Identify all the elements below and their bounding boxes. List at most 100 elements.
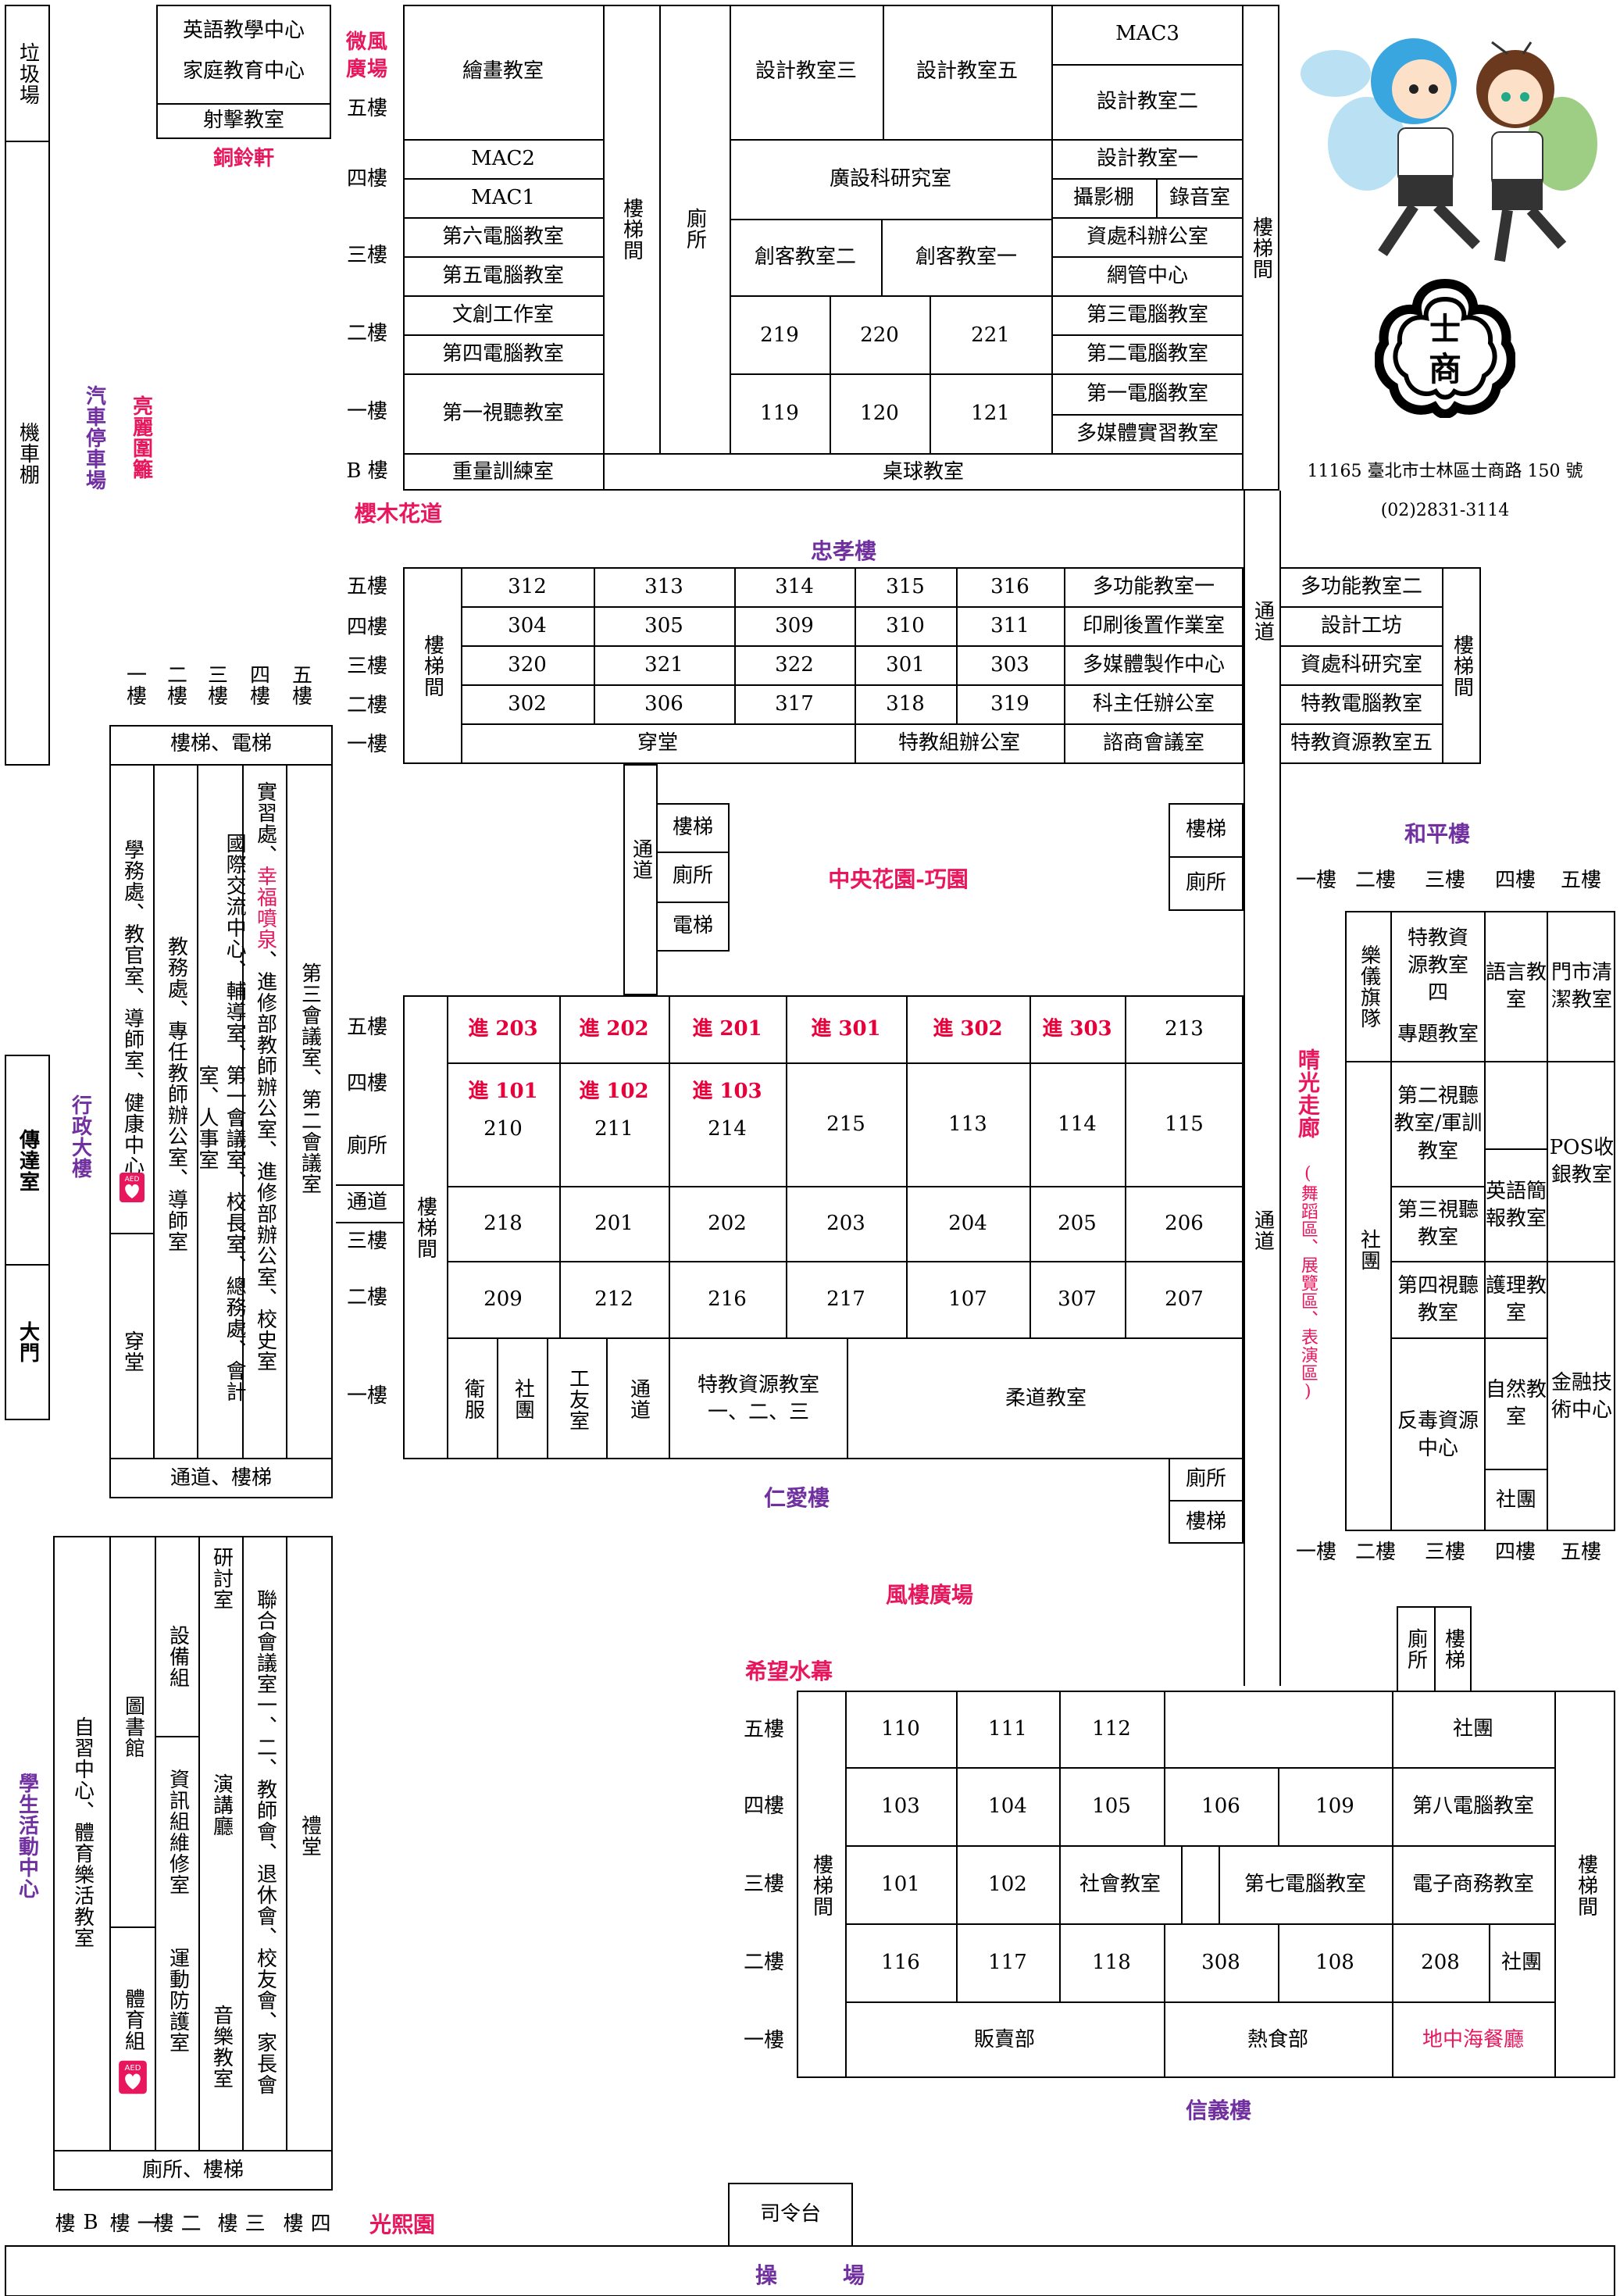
- lecture-hall[interactable]: 演講廳: [209, 1773, 234, 1837]
- ra-room-2f[interactable]: 212: [594, 1287, 633, 1312]
- mediterranean-restaurant[interactable]: 地中海餐廳: [1422, 2028, 1524, 2052]
- zx-room[interactable]: 309: [775, 614, 814, 638]
- ra-room-3f[interactable]: 201: [594, 1212, 633, 1236]
- center-toilet[interactable]: 廁所: [672, 864, 713, 888]
- data-lab[interactable]: 資處科研究室: [1300, 653, 1422, 677]
- ra-club-room[interactable]: 社團: [511, 1378, 535, 1420]
- international-center[interactable]: 國際交流中心、輔導室、第一會議室、校長室、總務處、會計室、人事室: [195, 832, 247, 1402]
- ra-room-2f[interactable]: 216: [708, 1287, 747, 1312]
- store-clean-room[interactable]: 門市清潔教室: [1550, 960, 1612, 1012]
- north-east-stair[interactable]: [1242, 5, 1279, 491]
- xy-stair-top[interactable]: 樓梯: [1441, 1628, 1465, 1670]
- zx-room[interactable]: 321: [644, 653, 683, 677]
- pingpong-room[interactable]: 桌球教室: [882, 460, 964, 484]
- north-toilet[interactable]: 廁所: [683, 208, 707, 250]
- xy-room-4f[interactable]: 104: [988, 1794, 1027, 1819]
- xy-room-2f[interactable]: 208: [1421, 1951, 1460, 1975]
- academic-affairs[interactable]: 教務處、專任教師辦公室、導師室: [164, 935, 188, 1252]
- center-elevator[interactable]: 電梯: [672, 914, 713, 938]
- ra-room-3f[interactable]: 218: [484, 1212, 523, 1236]
- anti-drug-center[interactable]: 反毒資源中心: [1397, 1409, 1479, 1460]
- ra-room-5f[interactable]: 進 203: [468, 1017, 538, 1041]
- pc5-room[interactable]: 第五電腦教室: [441, 264, 564, 288]
- xy-room-2f[interactable]: 308: [1201, 1951, 1240, 1975]
- ra-room-4f-upper[interactable]: 進 102: [579, 1080, 649, 1104]
- photo-studio[interactable]: 攝影棚: [1072, 186, 1134, 210]
- student-toilet-stair[interactable]: 廁所、樓梯: [141, 2159, 244, 2183]
- av4-room[interactable]: 第四視聽教室: [1397, 1273, 1479, 1325]
- xy-stair-room[interactable]: 樓梯間: [809, 1853, 833, 1917]
- xy-room-2f[interactable]: 118: [1092, 1951, 1131, 1975]
- multimedia-room[interactable]: 多媒體實習教室: [1076, 422, 1219, 446]
- ra-room-4f[interactable]: 114: [1058, 1112, 1097, 1137]
- room-221[interactable]: 221: [971, 323, 1010, 348]
- admin-passage-stair[interactable]: 通道、樓梯: [169, 1466, 272, 1491]
- ecommerce-room[interactable]: 電子商務教室: [1411, 1873, 1534, 1897]
- zx-room[interactable]: 303: [990, 653, 1029, 677]
- design2-room[interactable]: 設計教室二: [1096, 90, 1198, 114]
- finance-center[interactable]: 金融技術中心: [1550, 1370, 1612, 1422]
- ra-room-2f[interactable]: 217: [826, 1287, 865, 1312]
- study-center[interactable]: 自習中心、體育樂活教室: [70, 1716, 95, 1948]
- design-workshop[interactable]: 設計工坊: [1320, 614, 1402, 638]
- hot-food[interactable]: 熱食部: [1247, 2028, 1308, 2052]
- shop[interactable]: 販賣部: [973, 2028, 1035, 2052]
- worker-room[interactable]: 工友室: [566, 1367, 590, 1431]
- zx-room[interactable]: 320: [508, 653, 547, 677]
- xy-room-2f[interactable]: 116: [881, 1951, 920, 1975]
- special-resource-5[interactable]: 特教資源教室五: [1290, 731, 1433, 755]
- room-120[interactable]: 120: [860, 402, 899, 426]
- ra-room-2f[interactable]: 209: [484, 1287, 523, 1312]
- ra-room-5f[interactable]: 進 303: [1042, 1017, 1112, 1041]
- ra-room-5f[interactable]: 進 201: [692, 1017, 762, 1041]
- ra-room-2f[interactable]: 207: [1165, 1287, 1204, 1312]
- shooting-room[interactable]: [156, 103, 331, 139]
- ra-room-3f[interactable]: 204: [948, 1212, 987, 1236]
- sports-protection[interactable]: 運動防護室: [166, 1947, 190, 2053]
- ra-south-stair[interactable]: 樓梯: [1185, 1510, 1226, 1534]
- xy-room-5f[interactable]: 110: [881, 1717, 920, 1741]
- xy-toilet[interactable]: 廁所: [1404, 1628, 1428, 1670]
- special-resource-4[interactable]: 特教資源教室四專題教室: [1392, 912, 1484, 1061]
- xy-club-5f[interactable]: 社團: [1452, 1717, 1493, 1741]
- ra-room-5f[interactable]: 進 202: [579, 1017, 649, 1041]
- renai-passage-east[interactable]: 通道: [1251, 1209, 1275, 1252]
- xy-room-4f[interactable]: 106: [1201, 1794, 1240, 1819]
- xy-room-4f[interactable]: 105: [1092, 1794, 1131, 1819]
- ra-room-4f[interactable]: 115: [1165, 1112, 1204, 1137]
- special-pc-room[interactable]: 特教電腦教室: [1300, 692, 1422, 716]
- drawing-room[interactable]: 繪畫教室: [462, 59, 544, 84]
- pc7-room[interactable]: 第七電腦教室: [1244, 1873, 1366, 1897]
- ra-room-2f[interactable]: 307: [1058, 1287, 1097, 1312]
- xy-room-2f[interactable]: 108: [1315, 1951, 1354, 1975]
- ra-room-4f[interactable]: 214: [708, 1117, 747, 1141]
- zx-room[interactable]: 312: [508, 575, 547, 599]
- zx-room[interactable]: 314: [775, 575, 814, 599]
- center-east-toilet[interactable]: 廁所: [1185, 871, 1226, 895]
- network-center[interactable]: 網管中心: [1106, 264, 1188, 288]
- data-office[interactable]: 資處科辦公室: [1086, 225, 1208, 249]
- special-resource-123[interactable]: 特教資源教室 一、二、三: [697, 1373, 819, 1424]
- uniform-room[interactable]: 衛服: [461, 1378, 485, 1420]
- hp-club-room-2[interactable]: 社團: [1495, 1488, 1536, 1512]
- zx-room[interactable]: 306: [644, 692, 683, 716]
- language-room[interactable]: 語言教室: [1486, 960, 1547, 1012]
- ra-room-3f[interactable]: 202: [708, 1212, 747, 1236]
- zhongxiao-passage[interactable]: 通道: [1251, 600, 1275, 642]
- social-room[interactable]: 社會教室: [1079, 1873, 1161, 1897]
- maker2-room[interactable]: 創客教室二: [754, 245, 856, 270]
- multi-room-2[interactable]: 多功能教室二: [1300, 575, 1422, 599]
- admin-hall[interactable]: 穿堂: [120, 1330, 145, 1373]
- ra-room-4f-upper[interactable]: 進 101: [468, 1080, 538, 1104]
- it-repair-room[interactable]: 資訊組維修室: [166, 1769, 190, 1895]
- ra-room-3f[interactable]: 203: [826, 1212, 865, 1236]
- xy-room-4f[interactable]: 103: [881, 1794, 920, 1819]
- pc4-room[interactable]: 第四電腦教室: [441, 342, 564, 366]
- main-gate[interactable]: [5, 1264, 50, 1420]
- zx-room[interactable]: 316: [990, 575, 1029, 599]
- xy-room-3f[interactable]: 101: [881, 1873, 920, 1897]
- xy-room-3f[interactable]: 102: [988, 1873, 1027, 1897]
- xy-room-4f[interactable]: 109: [1315, 1794, 1354, 1819]
- pos-room[interactable]: POS收銀教室: [1549, 1135, 1615, 1187]
- ra-room-3f[interactable]: 205: [1058, 1212, 1097, 1236]
